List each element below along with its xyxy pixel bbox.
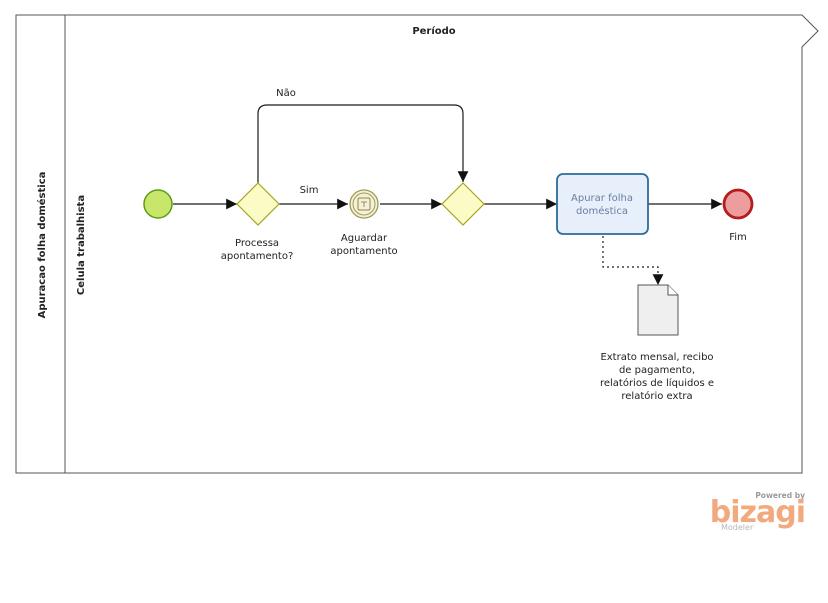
- gateway-label-line1: Processa: [235, 238, 279, 249]
- start-event[interactable]: [143, 189, 173, 219]
- message-icon: [357, 197, 371, 211]
- branding-powered-by: Powered by: [755, 491, 805, 500]
- document-icon[interactable]: [637, 284, 679, 336]
- merge-gateway[interactable]: [441, 182, 485, 226]
- event-label-line2: apontamento: [330, 246, 397, 257]
- task-label-line2: doméstica: [576, 205, 628, 217]
- flow-label-no: Não: [276, 88, 296, 99]
- document-label-line2: de pagamento,: [619, 365, 695, 376]
- task-apurar-folha[interactable]: [556, 173, 649, 235]
- end-event-label: Fim: [729, 232, 747, 243]
- event-label-line1: Aguardar: [341, 233, 388, 244]
- document-label-line3: relatórios de líquidos e: [600, 377, 714, 389]
- branding-logo: bizagi: [710, 495, 805, 530]
- document-label-line1: Extrato mensal, recibo: [600, 352, 713, 363]
- pool-frame[interactable]: [15, 14, 819, 474]
- association-task-to-document[interactable]: [602, 236, 664, 285]
- exclusive-gateway-processa[interactable]: [236, 182, 280, 226]
- document-label-line4: relatório extra: [621, 390, 692, 402]
- task-label-line1: Apurar folha: [571, 193, 633, 204]
- intermediate-event-aguardar[interactable]: [349, 189, 379, 219]
- branding-product: Modeler: [721, 523, 754, 532]
- end-event[interactable]: [722, 188, 754, 220]
- gateway-label-line2: apontamento?: [221, 251, 294, 262]
- phase-label: Período: [412, 25, 455, 37]
- flow-no-bypass[interactable]: [257, 104, 469, 183]
- pool-label: Apuracao folha doméstica: [36, 172, 48, 319]
- flow-label-yes: Sim: [300, 185, 319, 196]
- lane-label: Celula trabalhista: [76, 195, 87, 295]
